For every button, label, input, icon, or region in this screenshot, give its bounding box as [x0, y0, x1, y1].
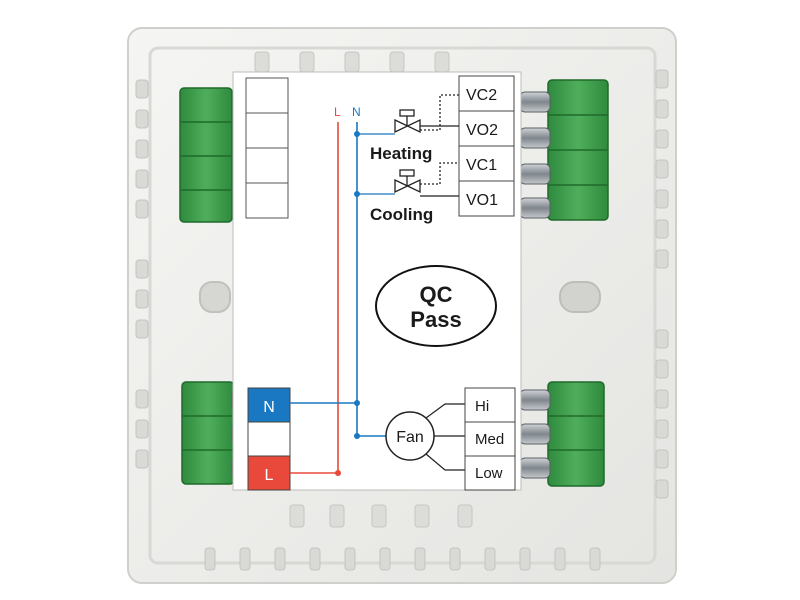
heating-label: Heating	[370, 144, 432, 163]
qc-stamp-line2: Pass	[410, 307, 461, 332]
left-vent-slots	[135, 79, 149, 469]
bottom-notches	[289, 504, 473, 528]
top-notches	[254, 51, 450, 73]
cooling-label: Cooling	[370, 205, 433, 224]
terminal-vo1: VO1	[466, 192, 498, 209]
heating-junction	[354, 131, 360, 137]
cooling-valve-icon	[357, 162, 459, 197]
terminal-block-bottom-left	[181, 381, 235, 485]
right-vent-slots	[655, 69, 669, 499]
power-terminal-l: L	[265, 467, 274, 484]
fan-speed-med: Med	[475, 431, 504, 448]
bottom-vent-slots	[204, 547, 601, 571]
terminal-vo2: VO2	[466, 122, 498, 139]
cooling-junction	[354, 191, 360, 197]
power-terminal-n: N	[263, 399, 275, 416]
qc-pass-stamp: QC Pass	[375, 265, 497, 347]
terminal-block-top-left	[179, 87, 233, 223]
heating-valve-icon	[357, 94, 459, 135]
fan-speed-terminals: Hi Med Low	[464, 387, 516, 491]
fan-junction	[354, 433, 360, 439]
line-junction	[335, 470, 341, 476]
terminal-block-top-right	[547, 79, 609, 221]
terminal-vc1: VC1	[466, 157, 497, 174]
mounting-slot-right	[559, 281, 601, 313]
qc-stamp-line1: QC	[420, 282, 453, 307]
fan-speed-hi: Hi	[475, 398, 489, 415]
neutral-wire-letter: N	[352, 105, 361, 119]
line-wire-letter: L	[334, 105, 341, 119]
fan-symbol: Fan	[385, 403, 465, 471]
neutral-junction	[354, 400, 360, 406]
mounting-slot-left	[199, 281, 231, 313]
empty-terminal-grid	[245, 77, 289, 219]
terminal-block-bottom-right	[547, 381, 605, 487]
top-terminal-stack: VC2 VO2 VC1 VO1	[458, 75, 515, 217]
wiring-label: L N VC2 VO2 VC1 VO1 Heating	[232, 71, 522, 491]
fan-label: Fan	[396, 429, 424, 446]
terminal-vc2: VC2	[466, 87, 497, 104]
power-terminals: N L	[247, 387, 291, 491]
fan-speed-low: Low	[475, 465, 503, 482]
